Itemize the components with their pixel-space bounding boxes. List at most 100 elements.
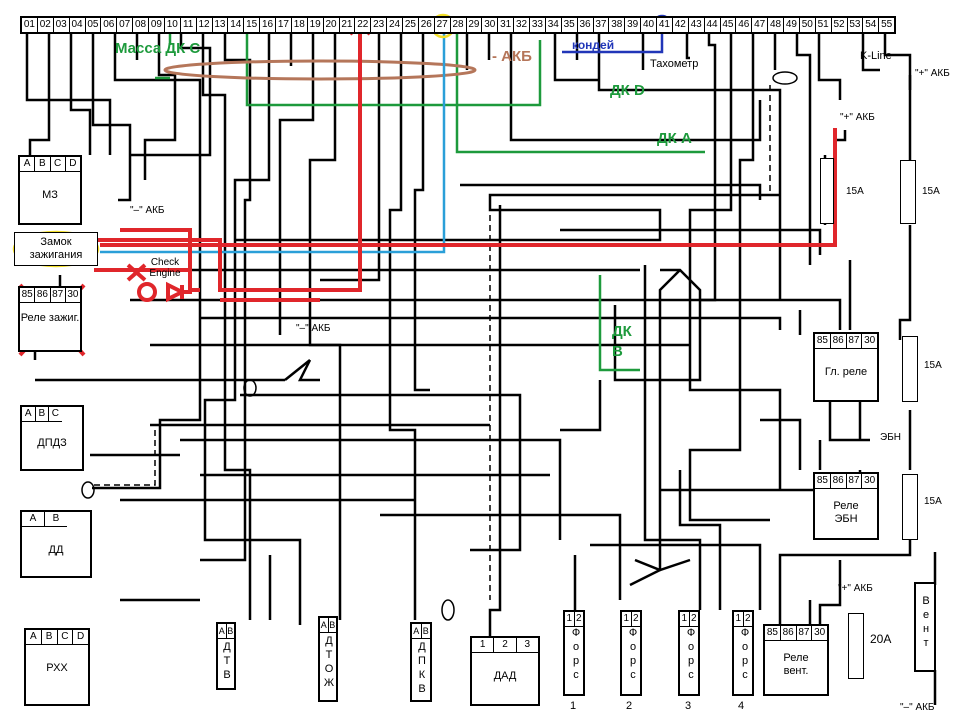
dk-a-label: ДК А xyxy=(657,130,692,147)
red-wires xyxy=(18,16,837,357)
connector-pin: 41 xyxy=(657,18,673,32)
ignition-lock-label: Замок зажигания xyxy=(29,236,83,261)
ignition-relay-label: Реле зажиг. xyxy=(20,312,80,324)
connector-pin: 20 xyxy=(324,18,340,32)
lightblue-wire xyxy=(100,30,446,254)
dashed-wires xyxy=(90,85,771,600)
connector-pin: 23 xyxy=(371,18,388,32)
connector-pin: 02 xyxy=(38,18,54,32)
blue-kondey-wire xyxy=(562,32,664,54)
connector-pin: 14 xyxy=(228,18,245,32)
plus-akb-fan-label: "+" АКБ xyxy=(838,583,873,594)
connector-pin: 37 xyxy=(594,18,610,32)
fuse-15a-4 xyxy=(902,474,918,540)
main-relay-label: Гл. реле xyxy=(824,366,868,378)
connector-pin: 36 xyxy=(578,18,594,32)
connector-pin: 04 xyxy=(70,18,86,32)
black-wires xyxy=(25,34,937,705)
ignition-lock: Замок зажигания xyxy=(14,232,98,266)
fuse-15a-3 xyxy=(902,336,918,402)
connector-pin: 17 xyxy=(276,18,292,32)
relay-contacts xyxy=(81,71,798,621)
connector-pin: 38 xyxy=(609,18,626,32)
connector-pin: 16 xyxy=(260,18,276,32)
connector-pin: 15 xyxy=(244,18,261,32)
fuse-15a-1 xyxy=(820,158,834,224)
fuse-20a xyxy=(848,613,864,679)
connector-pin: 05 xyxy=(86,18,102,32)
connector-pin: 26 xyxy=(419,18,435,32)
connector-pin: 21 xyxy=(340,18,356,32)
injector-1-num: 1 xyxy=(570,700,577,712)
check-engine-label: Check Engine xyxy=(149,257,181,279)
connector-pin: 07 xyxy=(117,18,134,32)
connector-pin: 12 xyxy=(197,18,213,32)
fuse-15a-2 xyxy=(900,160,916,224)
connector-pin: 25 xyxy=(403,18,419,32)
connector-pin: 31 xyxy=(498,18,515,32)
connector-pin: 46 xyxy=(736,18,753,32)
connector-pin: 10 xyxy=(165,18,181,32)
connector-pin: 50 xyxy=(800,18,816,32)
fuse-15a-2-label: 15А xyxy=(922,186,940,197)
connector-pin: 32 xyxy=(514,18,530,32)
kline-label: K-Line xyxy=(860,50,892,62)
connector-pin: 19 xyxy=(308,18,324,32)
plus-akb-mainrelay-label: "+" АКБ xyxy=(840,112,875,123)
connector-pin: 28 xyxy=(451,18,467,32)
connector-pin: 29 xyxy=(467,18,483,32)
fuse-15a-4-label: 15А xyxy=(924,496,942,507)
connector-pin: 30 xyxy=(482,18,499,32)
connector-pin: 06 xyxy=(101,18,118,32)
minus-akb-label: - АКБ xyxy=(492,48,532,65)
connector-pin: 45 xyxy=(721,18,737,32)
connector-pin: 24 xyxy=(387,18,403,32)
minus-akb-fan-label: "–" АКБ xyxy=(900,702,935,713)
connector-pin: 51 xyxy=(816,18,832,32)
connector-pin: 27 xyxy=(435,18,451,32)
connector-pin: 35 xyxy=(562,18,578,32)
fuse-15a-1-label: 15А xyxy=(846,186,864,197)
connector-pin: 54 xyxy=(863,18,880,32)
connector-pin: 49 xyxy=(784,18,800,32)
connector-pin: 13 xyxy=(213,18,229,32)
dpdz-label: ДПДЗ xyxy=(37,437,67,449)
connector-pin: 47 xyxy=(752,18,769,32)
rhh-label: РХХ xyxy=(46,662,68,674)
dd-label: ДД xyxy=(48,544,64,556)
connector-pin: 44 xyxy=(705,18,721,32)
brown-loop xyxy=(163,59,477,81)
